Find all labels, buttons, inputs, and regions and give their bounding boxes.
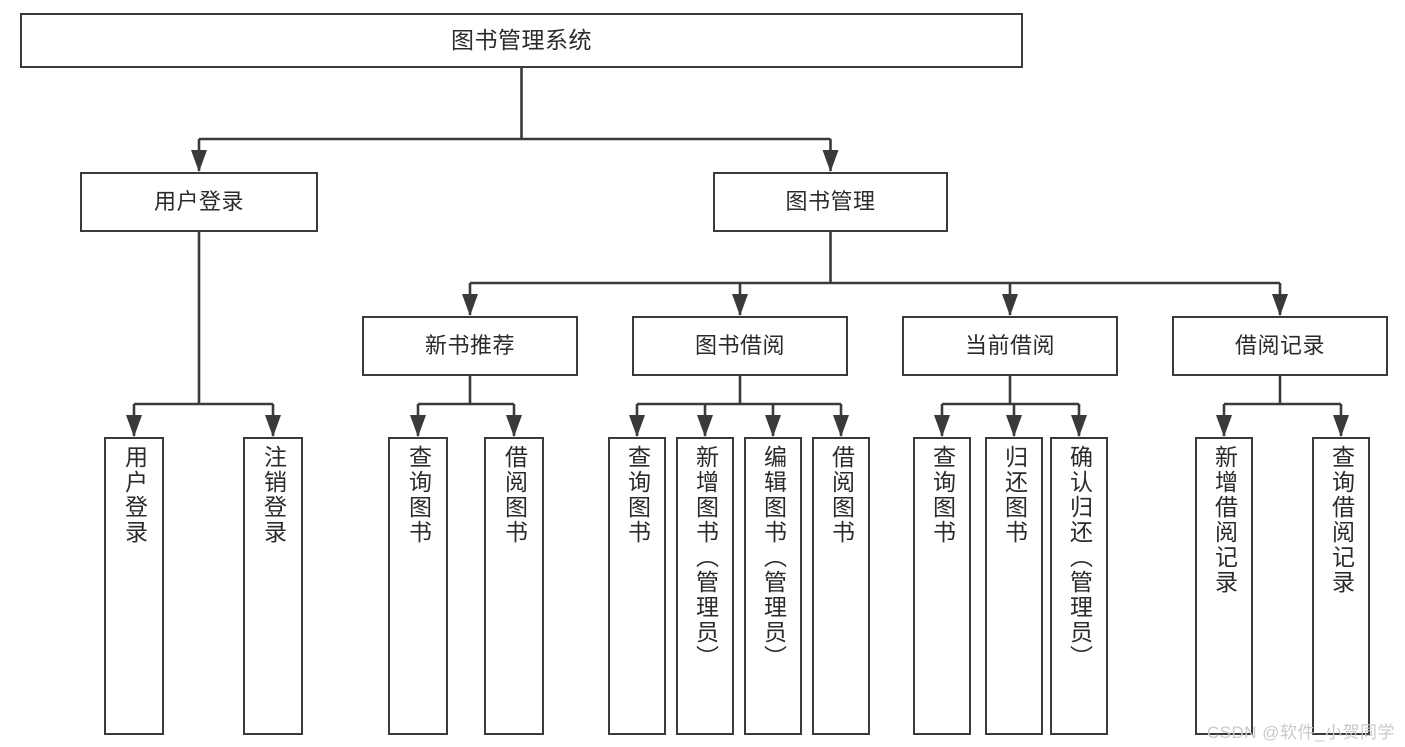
connector-arrowhead — [1272, 294, 1288, 316]
connector-arrowhead — [410, 415, 426, 437]
node-label-leaf-borrow-book-1: 借阅图书 — [501, 445, 528, 545]
node-leaf-add-book[interactable]: 新增图书（管理员） — [676, 437, 734, 735]
node-leaf-add-record[interactable]: 新增借阅记录 — [1195, 437, 1253, 735]
node-label-book-borrow: 图书借阅 — [694, 333, 785, 359]
node-leaf-logout[interactable]: 注销登录 — [243, 437, 303, 735]
node-leaf-edit-book[interactable]: 编辑图书（管理员） — [744, 437, 802, 735]
node-label-book-manage: 图书管理 — [785, 189, 876, 215]
connector-arrowhead — [1216, 415, 1232, 437]
node-leaf-borrow-book-1[interactable]: 借阅图书 — [484, 437, 544, 735]
connector-arrowhead — [265, 415, 281, 437]
node-label-leaf-query-book-2: 查询图书 — [624, 445, 651, 545]
node-user-login[interactable]: 用户登录 — [80, 172, 318, 232]
connector-arrowhead — [1333, 415, 1349, 437]
node-leaf-confirm-return[interactable]: 确认归还（管理员） — [1050, 437, 1108, 735]
connector-arrowhead — [833, 415, 849, 437]
node-label-leaf-add-book: 新增图书（管理员） — [692, 445, 719, 670]
node-leaf-user-login[interactable]: 用户登录 — [104, 437, 164, 735]
node-label-leaf-edit-book: 编辑图书（管理员） — [760, 445, 787, 670]
node-leaf-query-book-1[interactable]: 查询图书 — [388, 437, 448, 735]
connector-arrowhead — [629, 415, 645, 437]
node-book-manage[interactable]: 图书管理 — [713, 172, 948, 232]
connector-arrowhead — [191, 150, 207, 172]
node-leaf-query-book-2[interactable]: 查询图书 — [608, 437, 666, 735]
node-label-borrow-record: 借阅记录 — [1234, 333, 1325, 359]
node-label-leaf-user-login: 用户登录 — [121, 445, 148, 545]
node-book-borrow[interactable]: 图书借阅 — [632, 316, 848, 376]
watermark-label: CSDN @软件_小贺同学 — [1206, 723, 1395, 742]
node-leaf-borrow-book-2[interactable]: 借阅图书 — [812, 437, 870, 735]
connector-arrowhead — [1071, 415, 1087, 437]
node-label-new-book-rec: 新书推荐 — [424, 333, 515, 359]
node-label-user-login: 用户登录 — [153, 189, 244, 215]
node-label-current-borrow: 当前借阅 — [964, 333, 1055, 359]
node-leaf-return-book[interactable]: 归还图书 — [985, 437, 1043, 735]
node-label-leaf-borrow-book-2: 借阅图书 — [828, 445, 855, 545]
node-current-borrow[interactable]: 当前借阅 — [902, 316, 1118, 376]
node-label-leaf-add-record: 新增借阅记录 — [1211, 445, 1238, 595]
node-label-leaf-query-book-3: 查询图书 — [929, 445, 956, 545]
connector-arrowhead — [732, 294, 748, 316]
node-leaf-query-record[interactable]: 查询借阅记录 — [1312, 437, 1370, 735]
node-leaf-query-book-3[interactable]: 查询图书 — [913, 437, 971, 735]
node-label-leaf-logout: 注销登录 — [260, 445, 287, 545]
node-label-leaf-return-book: 归还图书 — [1001, 445, 1028, 545]
node-root[interactable]: 图书管理系统 — [20, 13, 1023, 68]
connector-arrowhead — [1006, 415, 1022, 437]
connector-arrowhead — [697, 415, 713, 437]
node-label-leaf-confirm-return: 确认归还（管理员） — [1066, 445, 1093, 670]
node-label-root: 图书管理系统 — [451, 27, 592, 54]
node-label-leaf-query-record: 查询借阅记录 — [1328, 445, 1355, 595]
connector-arrowhead — [765, 415, 781, 437]
connector-arrowhead — [506, 415, 522, 437]
connector-arrowhead — [1002, 294, 1018, 316]
connector-arrowhead — [126, 415, 142, 437]
node-new-book-rec[interactable]: 新书推荐 — [362, 316, 578, 376]
connector-arrowhead — [822, 150, 839, 172]
node-label-leaf-query-book-1: 查询图书 — [405, 445, 432, 545]
connector-arrowhead — [462, 294, 478, 316]
node-borrow-record[interactable]: 借阅记录 — [1172, 316, 1388, 376]
connector-arrowhead — [934, 415, 950, 437]
